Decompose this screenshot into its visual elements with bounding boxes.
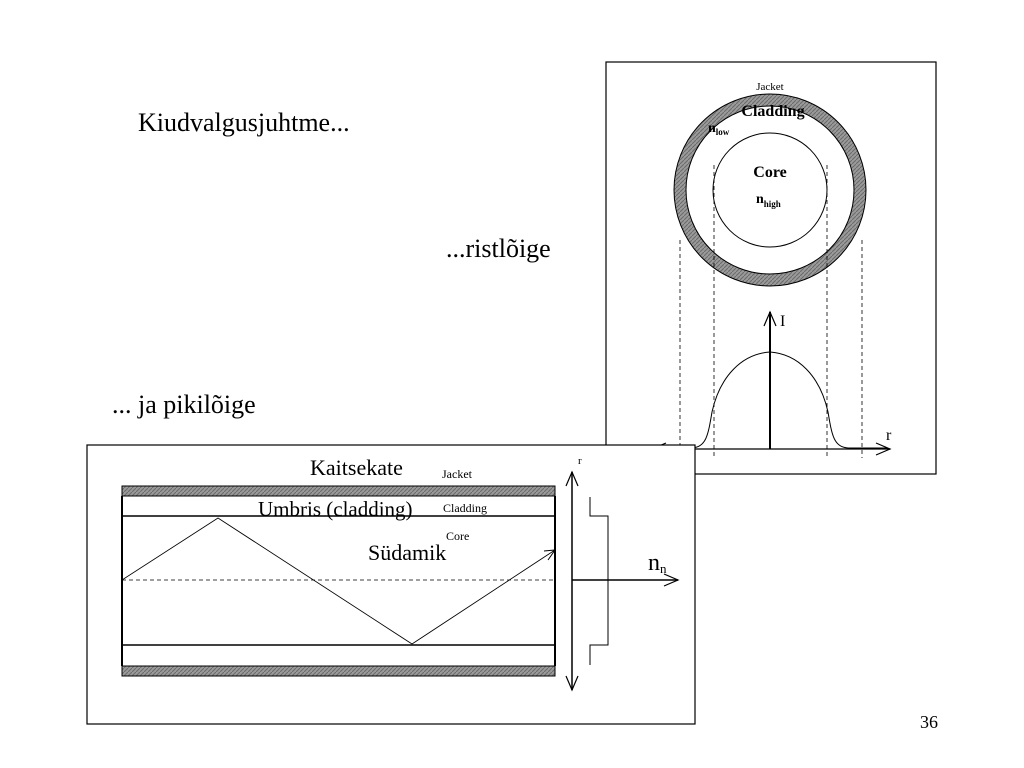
jacket-outer-edge: [673, 93, 867, 287]
slide-title: Kiudvalgusjuhtme...: [138, 108, 350, 137]
jacket-ring: [674, 94, 866, 286]
projection-lines: [679, 165, 863, 458]
jacket-label: Jacket: [756, 81, 783, 93]
jacket-en-label: Jacket: [442, 467, 473, 481]
long-r-axis-bottom-arrow: [565, 675, 579, 692]
n-axis-arrow: [663, 573, 680, 587]
i-axis-label: I: [780, 313, 785, 330]
page-number: 36: [920, 712, 938, 732]
n-axis-label: nn: [648, 550, 667, 576]
core-en-label: Core: [446, 529, 469, 543]
jacket-bottom-strip: [121, 665, 556, 677]
n-low-label: nlow: [708, 121, 730, 137]
core-et-label: Südamik: [368, 540, 446, 565]
n-high-label: nhigh: [756, 192, 781, 209]
light-ray-path: [121, 517, 556, 645]
r-axis-right-arrow: [875, 442, 892, 456]
core-label: Core: [753, 164, 786, 181]
cladding-label: Cladding: [741, 103, 804, 120]
r-axis-label: r: [886, 427, 892, 444]
jacket-et-label: Kaitsekate: [310, 455, 403, 480]
cladding-et-label: Umbris (cladding): [258, 497, 413, 521]
cladding-outer-edge: [685, 105, 855, 275]
long-r-axis-label: r: [578, 455, 582, 467]
i-axis-arrow: [763, 310, 777, 327]
long-r-axis-top-arrow: [565, 470, 579, 487]
cladding-en-label: Cladding: [443, 501, 487, 515]
longitudinal-caption: ... ja pikilõige: [112, 390, 256, 419]
light-ray-arrowhead: [543, 549, 557, 561]
cross-section-caption: ...ristlõige: [446, 234, 551, 263]
jacket-top-strip: [121, 485, 556, 497]
